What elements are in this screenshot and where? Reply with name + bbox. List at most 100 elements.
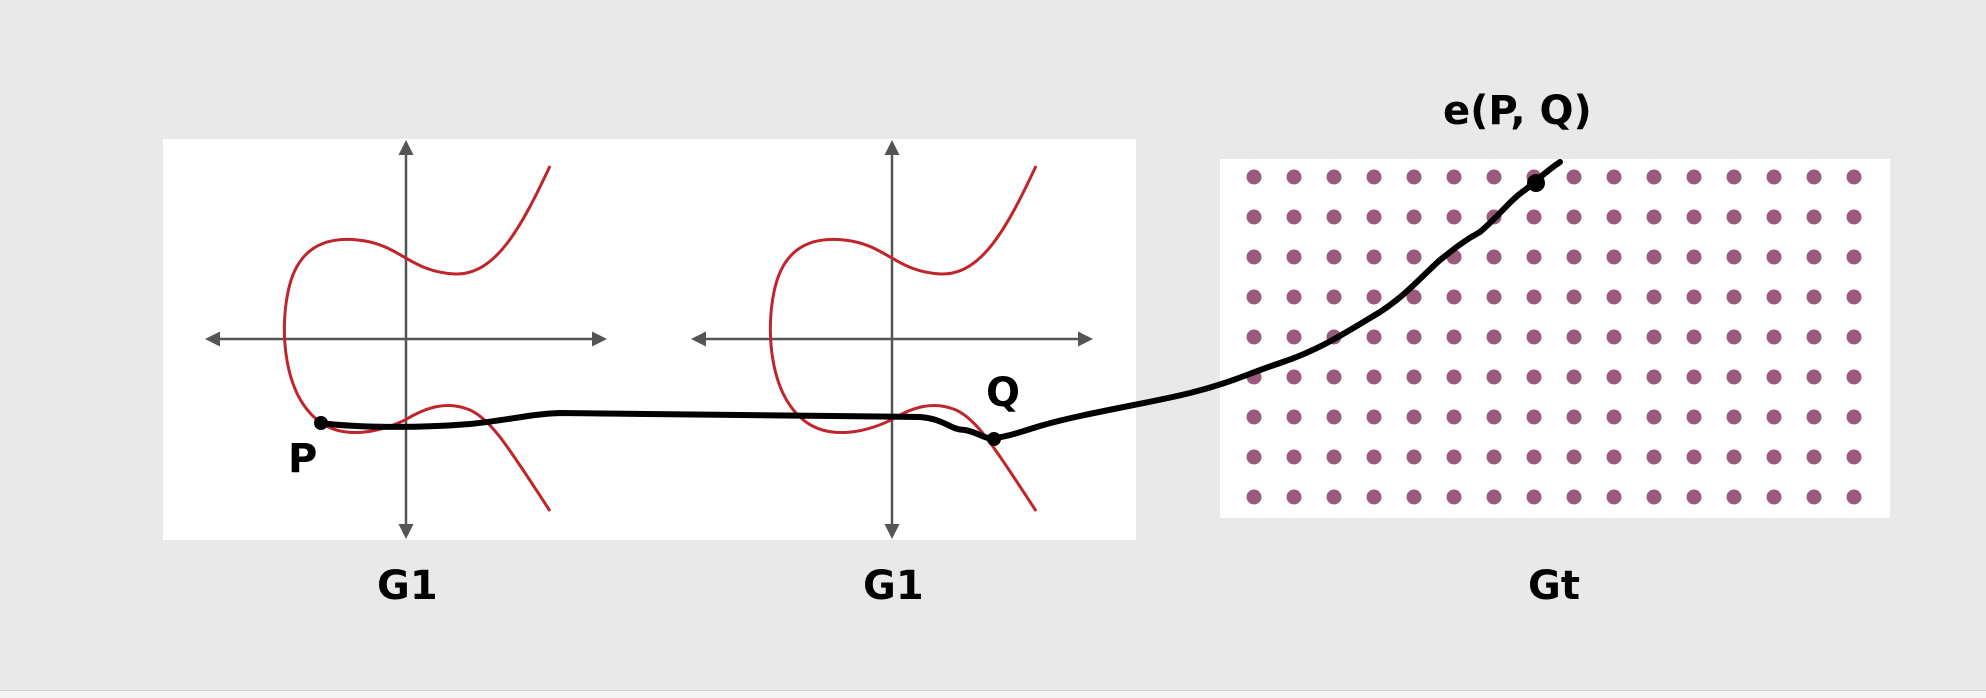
gt-element-dot [1446, 209, 1462, 225]
gt-element-dot [1806, 289, 1822, 305]
gt-element-dot [1606, 489, 1622, 505]
gt-element-dot [1806, 209, 1822, 225]
gt-element-dot [1246, 329, 1262, 345]
gt-element-dot [1246, 409, 1262, 425]
gt-element-dot [1526, 489, 1542, 505]
gt-element-dot [1606, 329, 1622, 345]
gt-element-dot [1366, 449, 1382, 465]
gt-element-dot [1846, 369, 1862, 385]
gt-element-dot [1606, 249, 1622, 265]
gt-element-dot [1726, 169, 1742, 185]
gt-element-dot [1286, 489, 1302, 505]
gt-element-dot [1766, 409, 1782, 425]
point-q-dot [987, 432, 1001, 446]
gt-element-dot [1406, 449, 1422, 465]
pairing-result-dot [1527, 174, 1545, 192]
gt-element-dot [1606, 449, 1622, 465]
curve-upper-branch [768, 165, 1038, 424]
gt-element-dot [1366, 409, 1382, 425]
curve-lower-branch [805, 403, 1038, 512]
gt-element-dot [1366, 169, 1382, 185]
gt-element-dot [1446, 169, 1462, 185]
gt-element-dot [1606, 289, 1622, 305]
gt-element-dot [1726, 329, 1742, 345]
gt-element-dot [1566, 329, 1582, 345]
gt-element-dot [1406, 209, 1422, 225]
gt-element-dot [1446, 489, 1462, 505]
gt-element-dot [1846, 249, 1862, 265]
gt-element-dot [1286, 329, 1302, 345]
gt-element-dot [1566, 409, 1582, 425]
gt-element-dot [1646, 169, 1662, 185]
gt-element-dot [1446, 369, 1462, 385]
gt-element-dot [1246, 289, 1262, 305]
gt-element-dot [1726, 409, 1742, 425]
gt-element-dot [1846, 209, 1862, 225]
gt-element-dot [1766, 489, 1782, 505]
gt-element-dot [1566, 369, 1582, 385]
gt-element-dot [1486, 249, 1502, 265]
gt-element-dot [1606, 209, 1622, 225]
gt-element-dot [1846, 449, 1862, 465]
gt-element-dot [1246, 249, 1262, 265]
window-bottom-edge [0, 690, 1986, 698]
gt-element-dot [1846, 489, 1862, 505]
gt-element-dot [1686, 249, 1702, 265]
gt-element-dot [1846, 329, 1862, 345]
gt-element-dot [1606, 409, 1622, 425]
gt-element-dot [1566, 289, 1582, 305]
gt-element-dot [1566, 449, 1582, 465]
gt-element-dot [1606, 169, 1622, 185]
gt-element-dot [1406, 249, 1422, 265]
gt-element-dot [1726, 369, 1742, 385]
gt-element-dot [1766, 169, 1782, 185]
gt-element-dot [1646, 409, 1662, 425]
gt-element-dot [1646, 329, 1662, 345]
gt-element-dot [1366, 369, 1382, 385]
gt-element-dot [1286, 249, 1302, 265]
pairing-result-label: e(P, Q) [1443, 88, 1592, 134]
gt-element-dot [1446, 289, 1462, 305]
gt-element-dot [1806, 169, 1822, 185]
gt-element-dot [1286, 369, 1302, 385]
gt-element-dot [1686, 449, 1702, 465]
gt-element-dot [1686, 209, 1702, 225]
point-p-dot [314, 416, 328, 430]
gt-element-dot [1806, 489, 1822, 505]
gt-element-dot [1246, 449, 1262, 465]
gt-element-dot [1846, 409, 1862, 425]
gt-element-dot [1566, 209, 1582, 225]
gt-element-dot [1566, 249, 1582, 265]
gt-element-dot [1686, 409, 1702, 425]
gt-element-dot [1326, 409, 1342, 425]
gt-element-dot [1486, 489, 1502, 505]
point-p-label: P [288, 436, 318, 482]
gt-element-dot [1286, 209, 1302, 225]
gt-element-dot [1486, 449, 1502, 465]
gt-element-dot [1766, 329, 1782, 345]
gt-element-dot [1246, 169, 1262, 185]
gt-element-dot [1326, 249, 1342, 265]
gt-element-dot [1806, 369, 1822, 385]
gt-element-dot [1646, 449, 1662, 465]
gt-element-dot [1846, 289, 1862, 305]
gt-element-dot [1326, 489, 1342, 505]
gt-element-dot [1726, 209, 1742, 225]
gt-element-dot [1526, 449, 1542, 465]
group-label-g1-right: G1 [863, 563, 924, 609]
gt-element-dot [1406, 289, 1422, 305]
gt-element-dot [1286, 289, 1302, 305]
gt-element-dot [1526, 289, 1542, 305]
curve-lower-branch [319, 403, 552, 512]
gt-element-dot [1326, 209, 1342, 225]
gt-element-dot [1486, 329, 1502, 345]
gt-element-dot [1486, 369, 1502, 385]
gt-element-dot [1726, 489, 1742, 505]
gt-element-dot [1366, 209, 1382, 225]
gt-element-dot [1686, 289, 1702, 305]
gt-element-dot [1406, 169, 1422, 185]
gt-element-dot [1366, 289, 1382, 305]
gt-element-dot [1566, 169, 1582, 185]
gt-element-dot [1766, 449, 1782, 465]
